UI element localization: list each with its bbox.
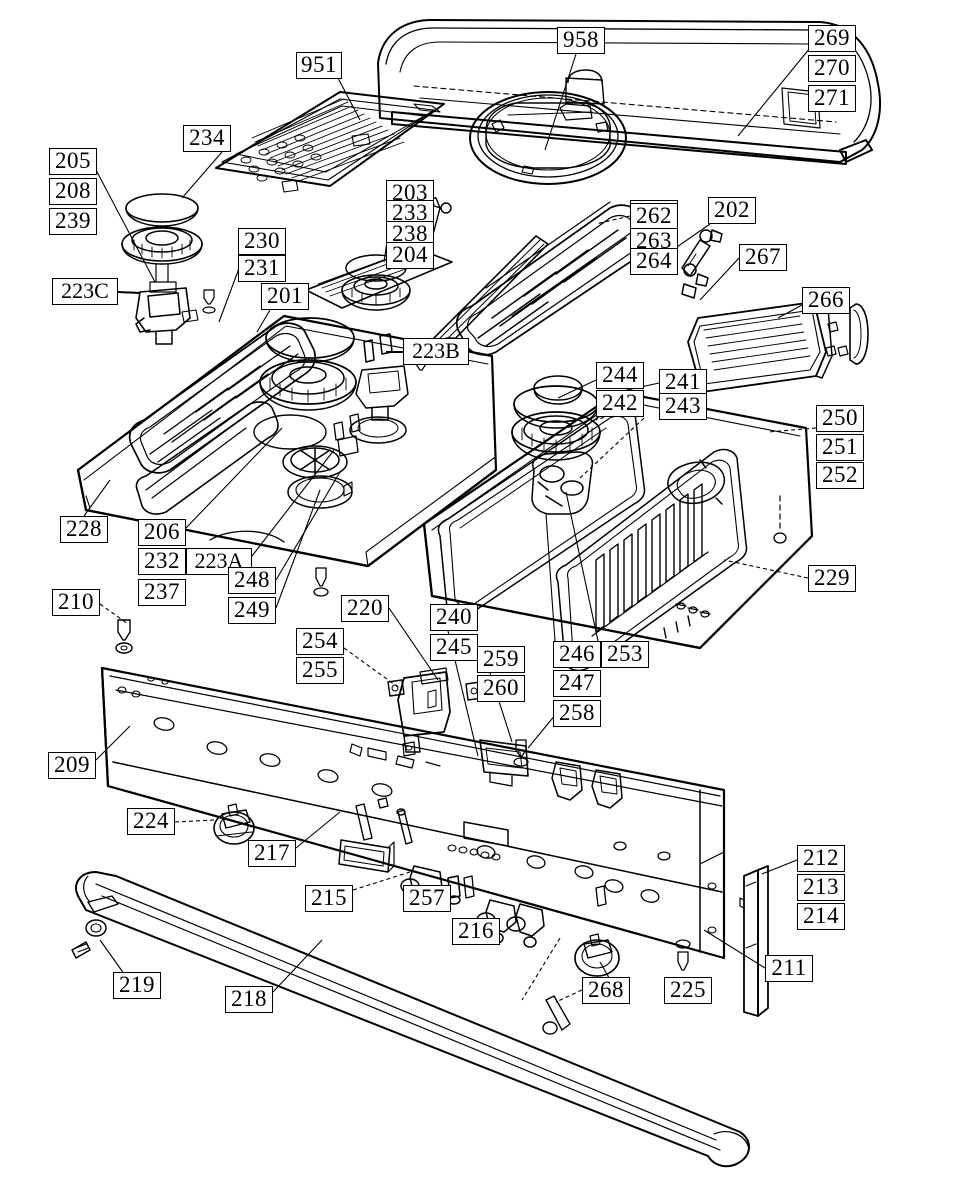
- callout-229: 229: [808, 565, 856, 592]
- callout-249: 249: [228, 597, 276, 624]
- burner-assembly-left-rear: [121, 193, 203, 345]
- callout-217: 217: [248, 840, 296, 867]
- callout-204: 204: [386, 242, 434, 269]
- callout-254: 254: [296, 628, 344, 655]
- callout-210: 210: [52, 589, 100, 616]
- backguard-trim: [377, 19, 882, 165]
- linkage-202: [681, 229, 723, 299]
- callout-202: 202: [708, 197, 756, 224]
- callout-255: 255: [296, 657, 344, 684]
- callout-212: 212: [797, 845, 845, 872]
- callout-240: 240: [430, 604, 478, 631]
- callout-253: 253: [601, 641, 649, 668]
- rod-268: [542, 995, 571, 1035]
- callout-224: 224: [127, 808, 175, 835]
- callout-230: 230: [238, 228, 286, 255]
- callout-251: 251: [816, 434, 864, 461]
- callout-252: 252: [816, 462, 864, 489]
- valve-223B: [349, 333, 409, 444]
- callout-208: 208: [49, 178, 97, 205]
- callout-223B: 223B: [403, 338, 469, 365]
- callout-244: 244: [596, 362, 644, 389]
- callout-259: 259: [477, 646, 525, 673]
- callout-271: 271: [808, 85, 856, 112]
- burner-ring-958: [469, 69, 627, 185]
- callout-246: 246: [553, 641, 601, 668]
- callout-266: 266: [802, 287, 850, 314]
- callout-232: 232: [138, 548, 186, 575]
- callout-258: 258: [553, 700, 601, 727]
- callout-214: 214: [797, 903, 845, 930]
- callout-257: 257: [403, 885, 451, 912]
- callout-223C: 223C: [52, 278, 118, 305]
- callout-213: 213: [797, 874, 845, 901]
- callout-206: 206: [138, 519, 186, 546]
- end-cap-266: [849, 303, 869, 365]
- callout-201: 201: [261, 283, 309, 310]
- control-blocks: [387, 667, 623, 809]
- screw-210: [115, 619, 133, 654]
- callout-268: 268: [582, 977, 630, 1004]
- callout-248: 248: [228, 567, 276, 594]
- callout-245: 245: [430, 634, 478, 661]
- trim-215: [338, 839, 395, 873]
- griddle-plate-951: [215, 91, 445, 193]
- callout-269: 269: [808, 25, 856, 52]
- callout-225: 225: [664, 977, 712, 1004]
- oven-handle-218: [71, 871, 750, 1168]
- callout-218: 218: [225, 986, 273, 1013]
- callout-237: 237: [138, 579, 186, 606]
- callout-220: 220: [341, 595, 389, 622]
- callout-239: 239: [49, 208, 97, 235]
- callout-260: 260: [477, 675, 525, 702]
- callout-267: 267: [739, 244, 787, 271]
- callout-250: 250: [816, 405, 864, 432]
- burner-assembly-right: [511, 375, 601, 515]
- callout-205: 205: [49, 148, 97, 175]
- callout-270: 270: [808, 55, 856, 82]
- callout-958: 958: [557, 27, 605, 54]
- callout-216: 216: [452, 918, 500, 945]
- callout-247: 247: [553, 670, 601, 697]
- screws-left: [202, 289, 216, 314]
- callout-243: 243: [659, 393, 707, 420]
- callout-228: 228: [60, 516, 108, 543]
- callout-234: 234: [183, 125, 231, 152]
- callout-951: 951: [296, 52, 342, 79]
- callout-262: 262: [630, 203, 678, 230]
- callout-264: 264: [630, 248, 678, 275]
- valve-225: [574, 933, 620, 977]
- callout-211: 211: [765, 955, 813, 982]
- callout-219: 219: [113, 972, 161, 999]
- callout-241: 241: [659, 369, 707, 396]
- rod-217: [355, 797, 413, 845]
- side-panel-212: [739, 865, 769, 1017]
- cooktop-main-left: [76, 314, 498, 568]
- callout-215: 215: [305, 885, 353, 912]
- callout-209: 209: [48, 752, 96, 779]
- callout-231: 231: [238, 255, 286, 282]
- valve-224: [213, 803, 255, 845]
- callout-242: 242: [596, 390, 644, 417]
